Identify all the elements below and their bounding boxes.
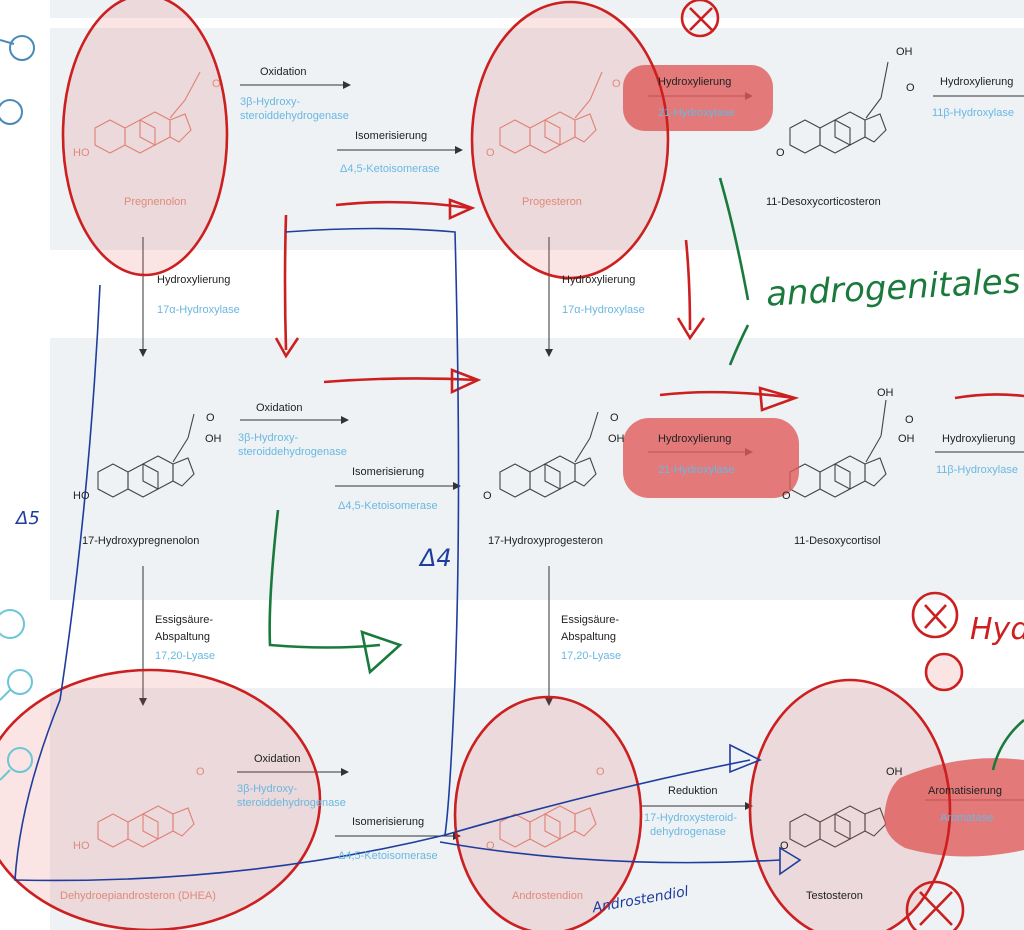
- annotation-delta5: Δ5: [16, 508, 40, 529]
- reaction-essigsaeure-line2: Abspaltung: [155, 631, 211, 643]
- red-ellipses: [0, 0, 964, 930]
- atom-label-o: O: [596, 766, 605, 778]
- reaction-hydroxylierung-label: Hydroxylierung: [658, 433, 732, 445]
- compound-hydroxyprogesteron: 17-Hydroxyprogesteron: [488, 535, 603, 547]
- compound-progesteron: Progesteron: [522, 196, 582, 208]
- reaction-isomerisierung-label: Isomerisierung: [355, 130, 428, 142]
- atom-label-oh: OH: [898, 433, 915, 445]
- enzyme-3b-hsd-line1: 3β-Hydroxy-: [238, 432, 299, 444]
- atom-label-o: O: [906, 82, 915, 94]
- reaction-essigsaeure-line2: Abspaltung: [561, 631, 617, 643]
- atom-label-o: O: [905, 414, 914, 426]
- atom-label-oh: OH: [877, 387, 894, 399]
- atom-label-o: O: [206, 412, 215, 424]
- annotation-delta4: Δ4: [420, 544, 452, 572]
- atom-label-o: O: [610, 412, 619, 424]
- enzyme-17-20-lyase: 17,20-Lyase: [155, 650, 216, 662]
- blue-handdrawn: [14, 227, 802, 882]
- atom-label-o: O: [612, 78, 621, 90]
- atom-label-ho: HO: [73, 147, 90, 159]
- atom-label-o: O: [212, 78, 221, 90]
- compound-androstendion: Androstendion: [512, 890, 583, 902]
- reaction-hydroxylierung-label: Hydroxylierung: [157, 274, 231, 286]
- enzyme-3b-hsd-line2: steroiddehydrogenase: [237, 797, 346, 809]
- atom-label-o: O: [196, 766, 205, 778]
- enzyme-3b-hsd-line2: steroiddehydrogenase: [238, 446, 347, 458]
- compound-testosteron: Testosteron: [806, 890, 863, 902]
- enzyme-17-hsd-line1: 17-Hydroxysteroid-: [644, 812, 737, 824]
- reaction-hydroxylierung-label: Hydroxylierung: [942, 433, 1016, 445]
- enzyme-11b-hydroxylase: 11β-Hydroxylase: [936, 464, 1018, 476]
- reaction-oxidation-label: Oxidation: [260, 66, 307, 78]
- atom-label-o: O: [483, 490, 492, 502]
- row-band-3: [50, 338, 1024, 600]
- reaction-hydroxylierung-label: Hydroxylierung: [562, 274, 636, 286]
- reaction-isomerisierung-label: Isomerisierung: [352, 466, 425, 478]
- reaction-oxidation-label: Oxidation: [256, 402, 303, 414]
- atom-label-oh: OH: [896, 46, 913, 58]
- reaction-hydroxylierung-label: Hydroxylierung: [658, 76, 732, 88]
- compound-dhea: Dehydroepiandrosteron (DHEA): [60, 890, 216, 902]
- atom-label-o: O: [486, 147, 495, 159]
- enzyme-17-20-lyase: 17,20-Lyase: [561, 650, 622, 662]
- reaction-essigsaeure-line1: Essigsäure-: [155, 614, 214, 626]
- reaction-aromatisierung-label: Aromatisierung: [928, 785, 1002, 797]
- atom-label-o: O: [782, 490, 791, 502]
- atom-label-ho: HO: [73, 840, 90, 852]
- enzyme-aromatase: Aromatase: [940, 812, 994, 824]
- atom-label-o: O: [780, 840, 789, 852]
- annotation-hyd: Hyd: [970, 612, 1024, 647]
- highlight-fills: [623, 65, 1024, 857]
- enzyme-17a-hydroxylase: 17α-Hydroxylase: [562, 304, 645, 316]
- enzyme-3b-hsd-line1: 3β-Hydroxy-: [237, 783, 298, 795]
- enzyme-ketoisomerase: Δ4,5-Ketoisomerase: [338, 850, 438, 862]
- enzyme-17-hsd-line2: dehydrogenase: [650, 826, 726, 838]
- green-handdrawn: [268, 177, 1024, 771]
- red-handdrawn: [274, 0, 1024, 930]
- compound-desoxycortisol: 11-Desoxycortisol: [794, 535, 881, 547]
- enzyme-3b-hsd-line1: 3β-Hydroxy-: [240, 96, 301, 108]
- enzyme-21-hydroxylase: 21-Hydroxylase: [658, 464, 735, 476]
- reaction-essigsaeure-line1: Essigsäure-: [561, 614, 620, 626]
- enzyme-ketoisomerase: Δ4,5-Ketoisomerase: [340, 163, 440, 175]
- enzyme-11b-hydroxylase: 11β-Hydroxylase: [932, 107, 1014, 119]
- reaction-oxidation-label: Oxidation: [254, 753, 301, 765]
- enzyme-3b-hsd-line2: steroiddehydrogenase: [240, 110, 349, 122]
- atom-label-oh: OH: [608, 433, 625, 445]
- reaction-isomerisierung-label: Isomerisierung: [352, 816, 425, 828]
- structure-set: [94, 61, 889, 848]
- atom-label-oh: OH: [205, 433, 222, 445]
- compound-pregnenolon: Pregnenolon: [124, 196, 187, 208]
- atom-label-oh: OH: [886, 766, 903, 778]
- atom-label-ho: HO: [73, 490, 90, 502]
- compound-hydroxypregnenolon: 17-Hydroxypregnenolon: [82, 535, 200, 547]
- reaction-hydroxylierung-label: Hydroxylierung: [940, 76, 1014, 88]
- left-edge-decoration: [0, 35, 35, 781]
- reaction-reduktion-label: Reduktion: [668, 785, 718, 797]
- atom-label-o: O: [776, 147, 785, 159]
- compound-desoxycorticosteron: 11-Desoxycorticosteron: [766, 196, 881, 208]
- atom-label-o: O: [486, 840, 495, 852]
- enzyme-ketoisomerase: Δ4,5-Ketoisomerase: [338, 500, 438, 512]
- enzyme-17a-hydroxylase: 17α-Hydroxylase: [157, 304, 240, 316]
- enzyme-21-hydroxylase: 21-Hydroxylase: [658, 107, 735, 119]
